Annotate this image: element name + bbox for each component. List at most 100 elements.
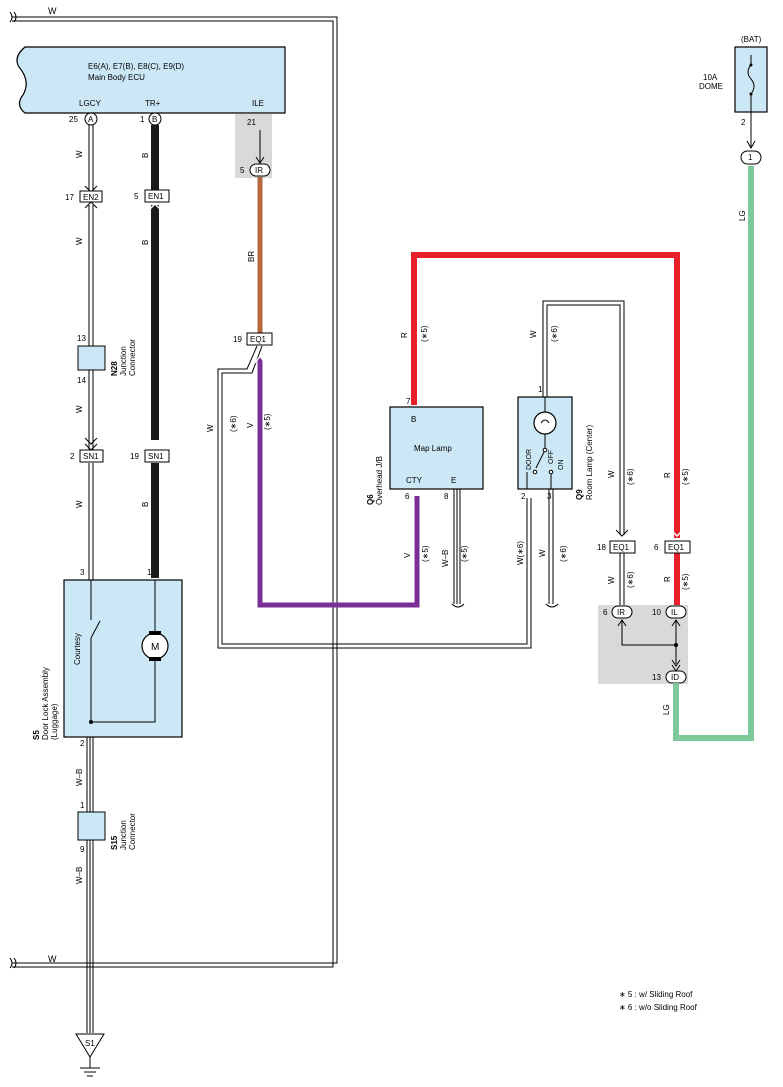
- s15-junction-connector: 1 9 S15 Junction Connector: [77, 801, 137, 854]
- q6-e-wb-wire: [451, 489, 465, 608]
- sn1-19-name: SN1: [148, 452, 164, 461]
- n28-pin-13: 13: [77, 334, 86, 343]
- v-wire-arrow-icon: [254, 354, 266, 364]
- q6-pin-6: 6: [405, 492, 410, 501]
- switch-on-label: ON: [558, 460, 565, 471]
- q6-pin-7: 7: [406, 397, 411, 406]
- switch-off-label: OFF: [548, 450, 555, 464]
- s15-pin-9: 9: [80, 845, 85, 854]
- en2-pin: 17: [65, 193, 74, 202]
- n28-name2: Connector: [128, 339, 137, 376]
- q6-overhead-jb: 7 B Map Lamp CTY E 6 8 Q6 Overhead J/B: [366, 397, 484, 505]
- eq1-18-color-top: W: [607, 470, 616, 478]
- w-star6-color-1: W: [206, 424, 215, 432]
- connector-sn1-19: SN1 19: [130, 439, 170, 463]
- s15-name: Junction: [119, 820, 128, 850]
- eq1-19-name: EQ1: [250, 335, 267, 344]
- lgcy-w-wire: [88, 125, 94, 580]
- s15-code: S15: [110, 835, 119, 850]
- connector-ir-ecu: [249, 163, 271, 177]
- room-lamp-switch-icon: [535, 449, 546, 469]
- connector-sn1-2: SN1 2: [70, 437, 104, 463]
- v-wire: [257, 358, 420, 608]
- eq1-6-pin: 6: [654, 543, 659, 552]
- ir-jb-pin: 6: [603, 608, 608, 617]
- q6-code: Q6: [366, 494, 375, 505]
- eq1-18-note-top: (∗6): [626, 468, 635, 485]
- n28-junction-connector: 13 14 N28 Junction Connector: [77, 334, 137, 385]
- top-w-wire: [9, 11, 338, 969]
- ir-ecu-pin: 5: [240, 166, 245, 175]
- r-wire-color-1: R: [400, 332, 409, 338]
- q6-name: Overhead J/B: [375, 456, 384, 505]
- lg-wire: [673, 166, 754, 741]
- lgcy-wire-color-1: W: [75, 150, 84, 158]
- q9-name: Room Lamp (Center): [585, 425, 594, 500]
- lg-wire-color-2: LG: [738, 210, 747, 221]
- connector-en1: EN1 5: [134, 189, 170, 211]
- connector-ir-jb: [611, 605, 633, 619]
- connector-eq1-19: EQ1 19: [233, 332, 273, 346]
- eq1-18-color-bottom: W: [607, 576, 616, 584]
- n28-pin-14: 14: [77, 376, 86, 385]
- q9-pin-2: 2: [521, 492, 526, 501]
- q6-term-b: B: [411, 415, 416, 424]
- id-jb-pin: 13: [652, 673, 661, 682]
- n28-name: Junction: [119, 346, 128, 376]
- fuse-icon: [747, 64, 755, 95]
- v-wire-note-2: (∗5): [421, 545, 430, 562]
- en2-name: EN2: [83, 193, 99, 202]
- s15-pin-1: 1: [80, 801, 85, 810]
- q9-code: Q9: [575, 489, 584, 500]
- s5-name2: (Luggage): [50, 703, 59, 740]
- dome-fuse: (BAT) 10A DOME 2 1: [699, 35, 768, 165]
- eq1-18-pin: 18: [597, 543, 606, 552]
- sn1-19-pin: 19: [130, 452, 139, 461]
- main-body-ecu: E6(A), E7(B), E8(C), E9(D) Main Body ECU…: [16, 46, 286, 114]
- switch-door-label: DOOR: [526, 449, 533, 470]
- q9-pin1-w-wire: [542, 300, 625, 535]
- lgcy-wire-color-4: W: [75, 500, 84, 508]
- note-no-sliding-roof: ∗ 6 : w/o Sliding Roof: [619, 1003, 698, 1012]
- connector-eq1-18: EQ1 18: [597, 529, 636, 554]
- fuse-amp: 10A: [703, 73, 718, 82]
- w-star6-note-1: (∗6): [229, 415, 238, 432]
- connector-dome-1: [740, 150, 762, 165]
- dome-arrow-icon: [746, 140, 756, 150]
- q9-room-lamp: 1 2 3 DOOR OFF ON Q9 Room Lamp (Center): [517, 385, 594, 501]
- ile-arrow-icon: [255, 156, 265, 164]
- q9-pin3-w-wire: [545, 489, 559, 608]
- q6-term-cty: CTY: [406, 476, 423, 485]
- connector-il-jb: [665, 605, 687, 619]
- ecu-pin-b: B 1: [140, 112, 162, 126]
- bottom-wire-color-label: W: [48, 954, 57, 964]
- r-wire-color-3: R: [663, 576, 672, 582]
- sn1-2-pin: 2: [70, 452, 75, 461]
- trplus-wire-color-2: B: [141, 240, 150, 245]
- ecu-terminal-trplus: TR+: [145, 99, 161, 108]
- q6-e-note: (∗5): [460, 545, 469, 562]
- eq1-6-name: EQ1: [668, 543, 685, 552]
- eq1-18-name: EQ1: [613, 543, 630, 552]
- il-jb-pin: 10: [652, 608, 661, 617]
- ecu-pin-1: 1: [140, 115, 145, 124]
- r-wire-color-2: R: [663, 472, 672, 478]
- eq1-18-lower-wire: [619, 553, 625, 606]
- dome-out-pin: 1: [748, 153, 753, 162]
- note-sliding-roof: ∗ 5 : w/ Sliding Roof: [619, 990, 693, 999]
- q9-pin-1: 1: [538, 385, 543, 394]
- bat-label: (BAT): [741, 35, 762, 44]
- q9-pin3-color: W: [538, 549, 547, 557]
- en1-name: EN1: [148, 192, 164, 201]
- eq1-18-note-bottom: (∗6): [626, 571, 635, 588]
- r-wire-note-2: (∗5): [681, 468, 690, 485]
- n28-code: N28: [110, 361, 119, 376]
- motor-label: M: [151, 642, 159, 653]
- q9-pin2-color: W(∗6): [516, 541, 525, 565]
- ecu-pin-25: 25: [69, 115, 78, 124]
- lgcy-wire-color-3: W: [75, 405, 84, 413]
- v-wire-note-1: (∗5): [263, 413, 272, 430]
- s5-pin-3: 3: [80, 568, 85, 577]
- q6-pin-8: 8: [444, 492, 449, 501]
